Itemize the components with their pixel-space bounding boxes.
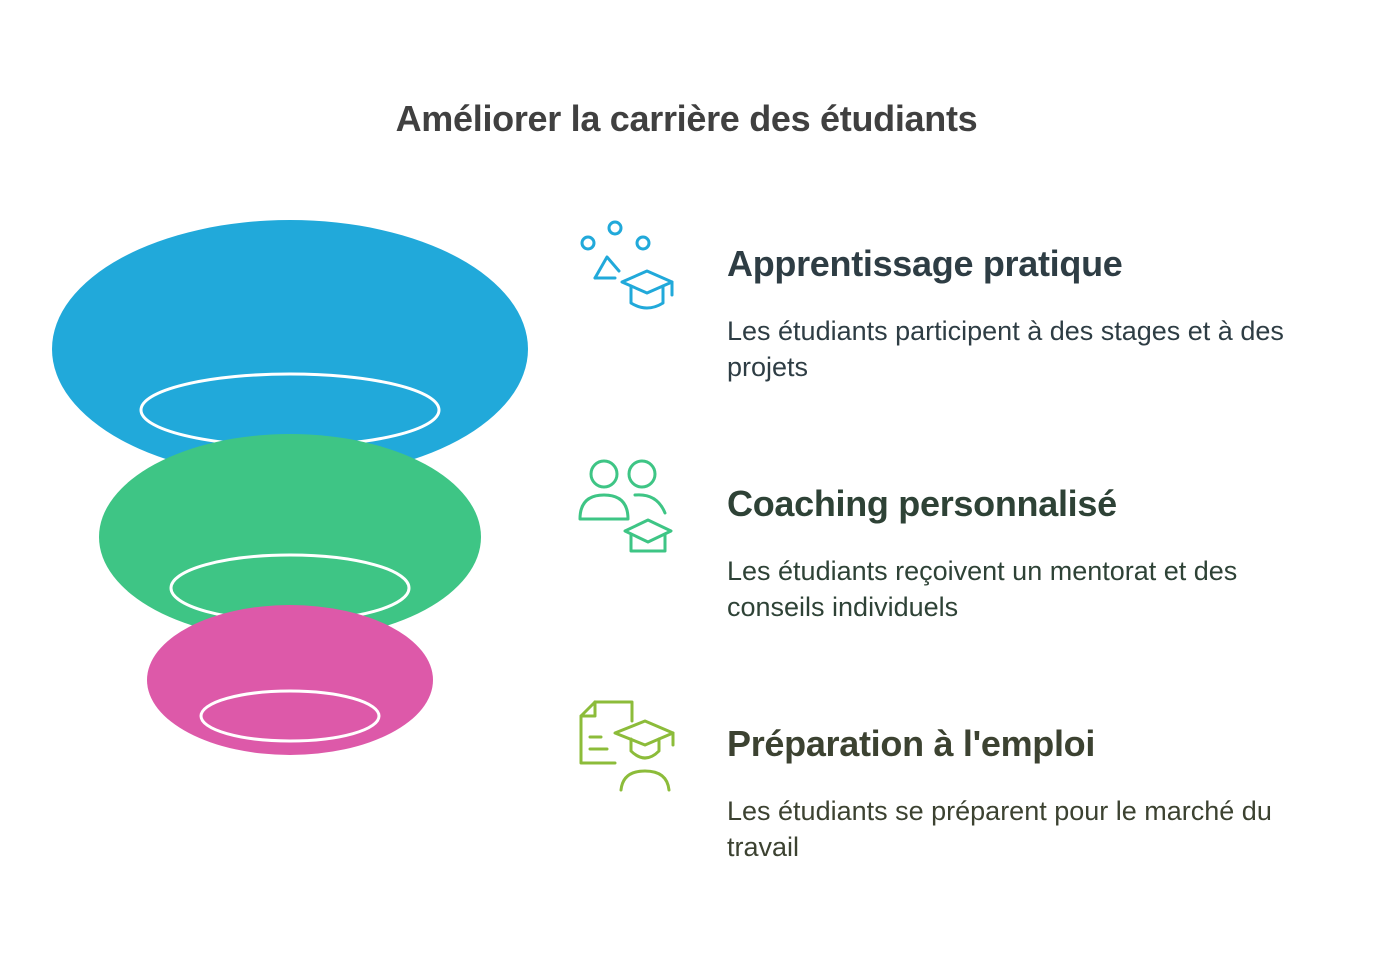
funnel-tier-top [52,220,528,478]
stage-description: Les étudiants reçoivent un mentorat et d… [727,556,1238,622]
funnel-graphic [52,220,528,755]
stage-heading: Apprentissage pratique [727,243,1123,284]
mentoring-icon [578,459,673,553]
funnel-tier-middle [99,434,481,640]
diagram-title: Améliorer la carrière des étudiants [395,98,978,139]
funnel-tier-bottom-ring [199,689,381,743]
stage-heading: Coaching personnalisé [727,483,1117,524]
stage-description: Les étudiants participent à des stages e… [727,316,1284,382]
stage-description: Les étudiants se préparent pour le march… [727,796,1272,862]
stage-coaching: Coaching personnalisé Les étudiants reço… [575,455,1355,655]
stage-heading: Préparation à l'emploi [727,723,1096,764]
stage-preparation: Préparation à l'emploi Les étudiants se … [575,695,1355,895]
job-preparation-icon [579,700,675,792]
funnel-tier-bottom [147,605,433,755]
hands-on-learning-icon [580,220,674,310]
stage-apprentissage: Apprentissage pratique Les étudiants par… [575,215,1355,415]
